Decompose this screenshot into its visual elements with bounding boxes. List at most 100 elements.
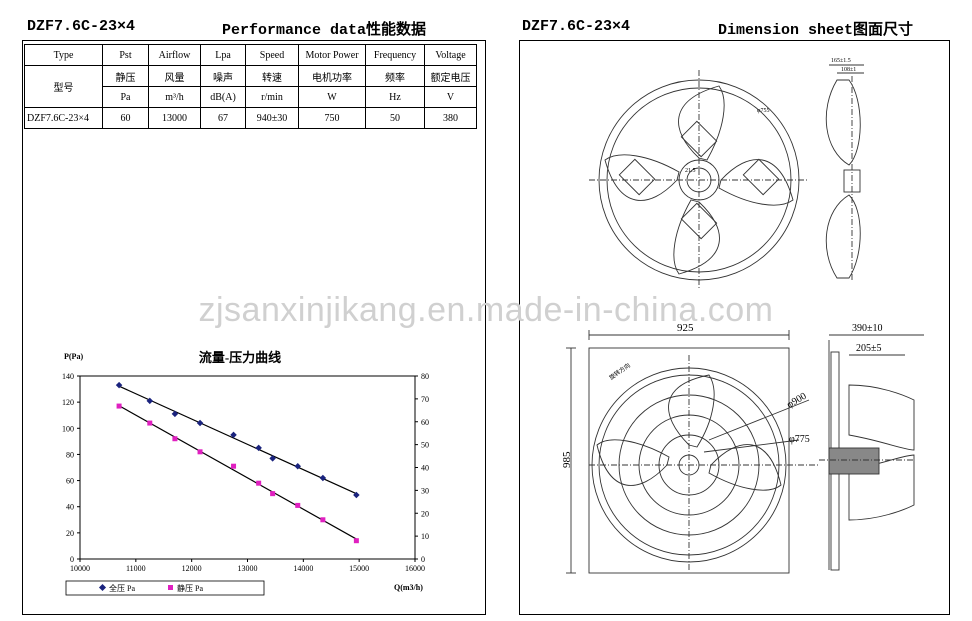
right-header: DZF7.6C-23×4: [522, 18, 630, 35]
right-header-title: Dimension sheet图面尺寸: [718, 18, 913, 39]
data-point-static: [197, 449, 203, 455]
data-point-total: [269, 455, 276, 462]
left-header: DZF7.6C-23×4: [27, 18, 135, 35]
y2-tick-label: 0: [421, 555, 425, 564]
unit-airflow: m³/h: [148, 86, 201, 108]
dim-hub: 21.5: [685, 168, 696, 174]
y2-tick-label: 40: [421, 464, 429, 473]
data-point-static: [320, 517, 326, 523]
y-tick-label: 40: [66, 503, 74, 512]
legend-label-static: 静压 Pa: [177, 583, 203, 593]
th-frequency-cn: 频率: [365, 65, 425, 87]
cell-frequency: 50: [365, 107, 425, 129]
unit-voltage: V: [424, 86, 477, 108]
data-point-static: [256, 480, 262, 486]
y-tick-label: 100: [62, 424, 74, 433]
data-point-static: [147, 420, 153, 426]
th-pst-cn: 静压: [102, 65, 149, 87]
data-point-static: [116, 403, 122, 409]
unit-pst: Pa: [102, 86, 149, 108]
cell-model: DZF7.6C-23×4: [24, 107, 103, 129]
data-point-total: [294, 462, 302, 470]
legend-marker-static: [168, 585, 173, 590]
side-view-top: [825, 64, 864, 280]
th-type: Type: [24, 44, 103, 66]
th-voltage: Voltage: [424, 44, 477, 66]
trend-lines: [118, 385, 357, 540]
th-motor-power: Motor Power: [298, 44, 366, 66]
legend-box: [65, 580, 265, 596]
data-points: [115, 381, 360, 544]
cell-speed: 940±30: [245, 107, 299, 129]
y-tick-label: 120: [62, 398, 74, 407]
table-data-row: DZF7.6C-23×4 60 13000 67 940±30 750 50 3…: [24, 107, 477, 129]
y-tick-label: 0: [70, 555, 74, 564]
th-voltage-cn: 额定电压: [424, 65, 477, 87]
table-cn-row: 型号 静压 风量 噪声 转速 电机功率 频率 额定电压: [24, 65, 477, 108]
legend-marker-total: [98, 583, 107, 592]
y2-tick-label: 80: [421, 372, 429, 381]
trend-line-total: [118, 385, 357, 495]
left-header-title: Performance data性能数据: [222, 18, 426, 39]
data-point-total: [196, 419, 204, 427]
th-type-cn: 型号: [24, 65, 103, 108]
dim-390: 390±10: [852, 323, 883, 334]
y-tick-label: 60: [66, 477, 74, 486]
dimension-title: Dimension sheet图面尺寸: [718, 22, 914, 39]
y-tick-label: 80: [66, 450, 74, 459]
watermark: zjsanxinjikang.en.made-in-china.com: [198, 291, 774, 329]
left-header-model: DZF7.6C-23×4: [27, 18, 136, 35]
side-view-bottom: [819, 334, 924, 571]
y2-tick-label: 70: [421, 395, 429, 404]
data-point-static: [172, 436, 178, 442]
performance-title: Performance data性能数据: [222, 22, 427, 39]
unit-frequency: Hz: [365, 86, 425, 108]
dimension-drawing: φ755 21.5 165±1.5 108±1 925 985 φ900: [561, 58, 924, 574]
th-speed: Speed: [245, 44, 299, 66]
table-header-row: Type Pst Airflow Lpa Speed Motor Power F…: [24, 44, 477, 66]
x-tick-label: 12000: [182, 564, 202, 573]
trend-line-static: [118, 405, 357, 540]
unit-motor-power: W: [298, 86, 366, 108]
th-lpa: Lpa: [200, 44, 246, 66]
y2-tick-label: 60: [421, 418, 429, 427]
data-point-static: [353, 538, 359, 544]
th-airflow: Airflow: [148, 44, 201, 66]
legend-label-total: 全压 Pa: [109, 583, 135, 593]
x-tick-label: 11000: [126, 564, 146, 573]
dim-phi775: φ775: [789, 434, 810, 445]
cell-lpa: 67: [200, 107, 246, 129]
dim-phi900: φ900: [785, 391, 808, 411]
x-tick-label: 13000: [238, 564, 258, 573]
rotation-label: 旋转方向: [608, 361, 632, 381]
table-unit-row: Pa m³/h dB(A) r/min W Hz V: [25, 86, 477, 108]
right-header-model: DZF7.6C-23×4: [522, 18, 631, 35]
data-point-total: [171, 410, 179, 418]
th-pst: Pst: [102, 44, 149, 66]
data-point-total: [115, 381, 123, 389]
dim-205: 205±5: [856, 343, 882, 354]
chart-title: 流量-压力曲线: [199, 350, 281, 365]
y-tick-label: 20: [66, 529, 74, 538]
x-tick-label: 15000: [349, 564, 369, 573]
unit-lpa: dB(A): [200, 86, 246, 108]
cell-airflow: 13000: [148, 107, 201, 129]
y2-tick-label: 10: [421, 532, 429, 541]
th-lpa-cn: 噪声: [200, 65, 246, 87]
dim-985: 985: [561, 451, 573, 468]
dim-phi755: φ755: [757, 108, 769, 114]
dimension-panel: [519, 40, 950, 615]
data-point-total: [319, 474, 327, 482]
cell-pst: 60: [102, 107, 149, 129]
x-tick-label: 16000: [405, 564, 425, 573]
dim-925: 925: [677, 322, 694, 334]
y2-tick-label: 20: [421, 509, 429, 518]
y2-tick-label: 30: [421, 486, 429, 495]
front-view-top: [589, 70, 809, 290]
y-axis-label: P(Pa): [64, 352, 83, 361]
y-tick-label: 140: [62, 372, 74, 381]
y2-tick-label: 50: [421, 441, 429, 450]
performance-table: Type Pst Airflow Lpa Speed Motor Power F…: [24, 44, 477, 129]
